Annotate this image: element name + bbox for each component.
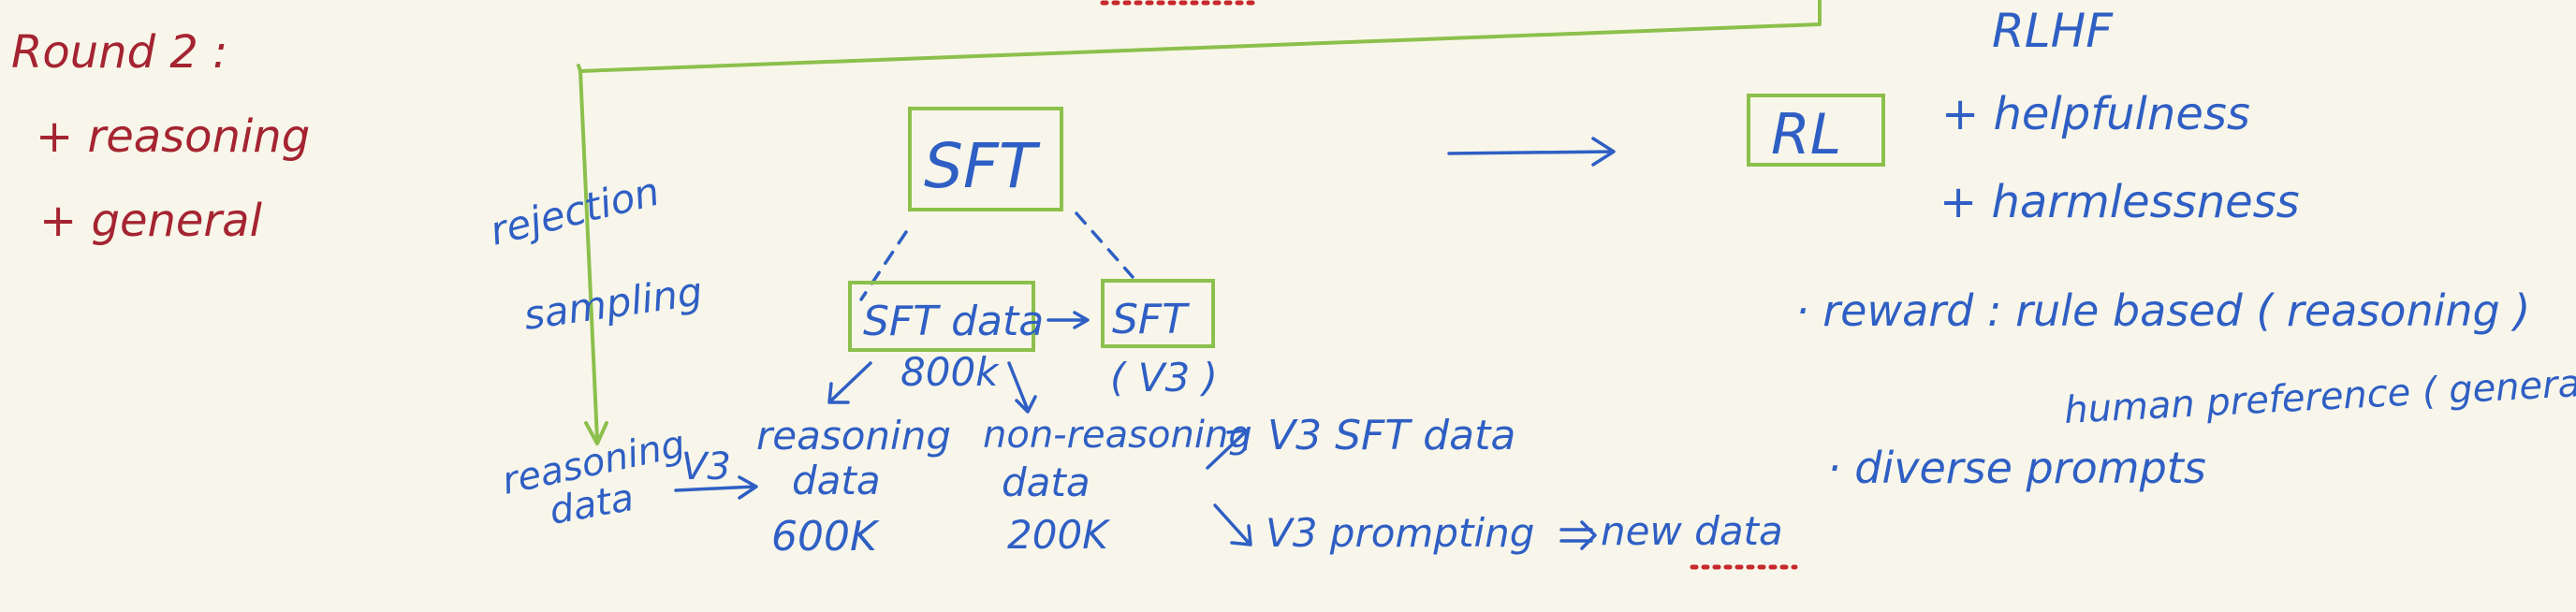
new-data-label: new data xyxy=(1601,508,1783,554)
round-item-reasoning: + reasoning xyxy=(36,110,310,163)
rejection-label: rejection xyxy=(486,168,665,255)
round-feedback-line xyxy=(577,0,1822,442)
rlhf-title: RLHF xyxy=(1992,4,2114,58)
goal-harmlessness: + harmlessness xyxy=(1939,176,2300,228)
sft-data-size: 800k xyxy=(900,349,1000,395)
rl-box xyxy=(1747,94,1885,167)
to-v3-prompting-arrow xyxy=(1213,503,1252,546)
sft-v3-box-label: SFT xyxy=(1112,296,1190,343)
sft-data-box xyxy=(848,281,1035,352)
sft-branch-left xyxy=(859,230,908,301)
diverse-prompts-line: · diverse prompts xyxy=(1827,443,2206,493)
round-title: Round 2 : xyxy=(11,26,227,79)
reasoning-data-line1: reasoning xyxy=(756,413,951,459)
to-non-reasoning-data-arrow xyxy=(1007,361,1037,414)
rl-box-label: RL xyxy=(1771,102,1841,168)
sft-branch-right xyxy=(1075,211,1134,279)
sft-box xyxy=(908,107,1063,211)
v3-sft-data-label: V3 SFT data xyxy=(1267,412,1515,459)
to-new-data-arrow xyxy=(1559,520,1597,550)
v3-prompting-label: V3 prompting xyxy=(1266,510,1534,556)
v3-arrow-label: V3 xyxy=(681,445,731,488)
round-item-general: + general xyxy=(39,195,263,247)
sft-box-label: SFT xyxy=(924,130,1041,202)
v3-arrow xyxy=(674,475,758,500)
sft-data-label: SFT data xyxy=(863,298,1044,345)
sampling-label: sampling xyxy=(521,269,706,339)
goal-helpfulness: + helpfulness xyxy=(1941,88,2250,140)
human-preference-line: human preference ( general ) xyxy=(2063,360,2576,432)
reward-line: · reward : rule based ( reasoning ) xyxy=(1795,285,2530,336)
sft-data-to-v3-arrow xyxy=(1046,311,1090,329)
reasoning-data-line2: data xyxy=(792,458,881,503)
rejection-sampling-arrowhead xyxy=(584,421,608,445)
sft-to-rl-arrow xyxy=(1447,137,1616,167)
to-reasoning-data-arrow xyxy=(827,361,872,404)
non-reasoning-data-line1: non-reasoning xyxy=(983,414,1252,457)
reasoning-data-size: 600K xyxy=(771,513,880,561)
non-reasoning-data-size: 200K xyxy=(1007,512,1111,558)
to-v3-sft-data-arrow xyxy=(1206,429,1249,470)
sft-v3-label: ( V3 ) xyxy=(1110,355,1218,401)
sft-v3-box xyxy=(1101,279,1215,348)
non-reasoning-data-line2: data xyxy=(1002,459,1090,505)
